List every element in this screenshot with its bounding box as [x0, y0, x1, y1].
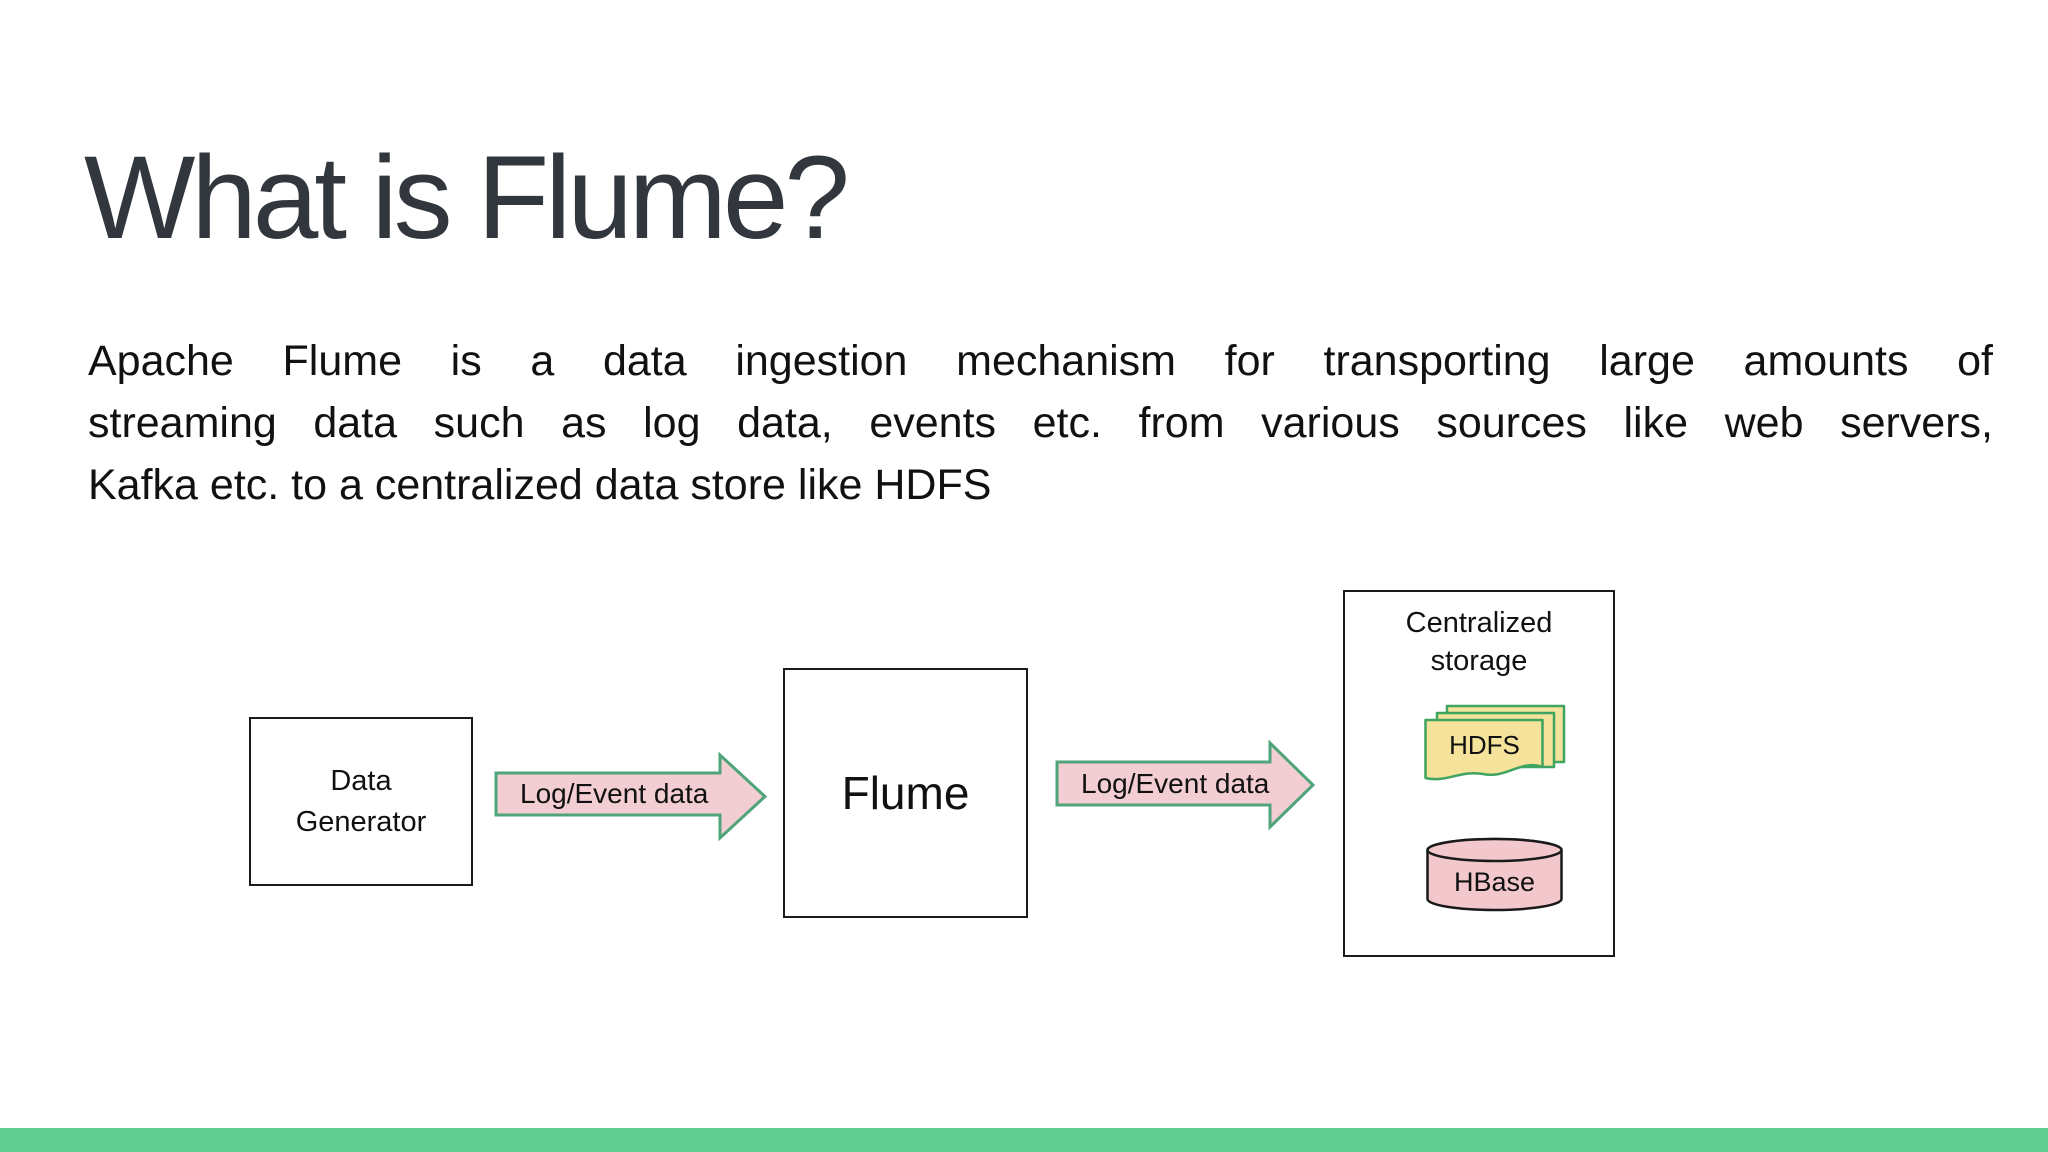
paragraph-line: streaming data such as log data, events … — [88, 399, 1993, 447]
hdfs-item: HDFS — [1424, 704, 1566, 788]
arrow-right-icon — [1055, 739, 1316, 831]
bottom-accent-bar — [0, 1128, 2048, 1152]
flow-arrow-generator-to-flume: Log/Event data — [494, 751, 768, 842]
data-generator-label: Data Generator — [295, 765, 427, 838]
hbase-label: HBase — [1453, 866, 1536, 897]
paragraph-line: Kafka etc. to a centralized data store l… — [88, 461, 992, 509]
paragraph-line: Apache Flume is a data ingestion mechani… — [88, 337, 1993, 385]
data-generator-node: Data Generator — [249, 717, 473, 886]
hdfs-label: HDFS — [1449, 729, 1520, 760]
centralized-storage-label: Centralized storage — [1405, 607, 1553, 678]
arrow-label: Log/Event data — [1081, 767, 1270, 799]
flow-arrow-flume-to-storage: Log/Event data — [1055, 739, 1316, 831]
hbase-item: HBase — [1426, 837, 1563, 913]
centralized-storage-node: Centralized storage HDFS HBase — [1343, 590, 1615, 957]
arrow-right-icon — [494, 751, 768, 842]
hbase-cylinder-icon — [1426, 837, 1563, 912]
hdfs-documents-icon — [1424, 704, 1566, 781]
flume-label: Flume — [841, 767, 970, 819]
flume-node: Flume — [783, 668, 1028, 918]
intro-paragraph: Apache Flume is a data ingestion mechani… — [88, 330, 1993, 516]
slide-title: What is Flume? — [84, 132, 850, 264]
arrow-label: Log/Event data — [520, 778, 709, 809]
